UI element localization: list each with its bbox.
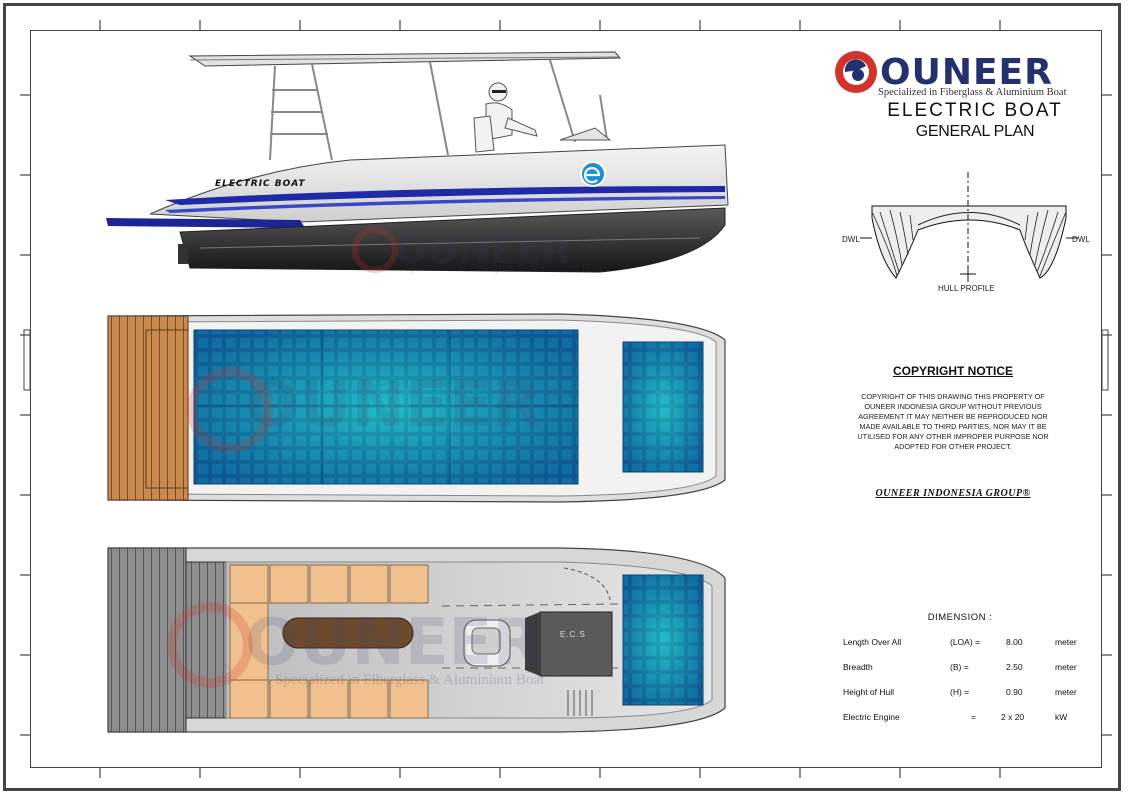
side-view <box>106 51 729 273</box>
copyright-owner: OUNEER INDONESIA GROUP® <box>875 488 1031 499</box>
drawing-subtitle: GENERAL PLAN <box>915 123 1035 140</box>
dimension-label: Height of Hull <box>843 687 895 697</box>
deck-plan <box>107 547 726 733</box>
watermark-top-view: OUNEER <box>245 368 542 442</box>
dimension-abbr: = <box>971 712 976 722</box>
dimension-value: 0.90 <box>1006 687 1023 697</box>
dimension-unit: meter <box>1055 687 1077 697</box>
border-center-mark-right <box>1101 329 1109 391</box>
watermark-side-view-tagline: Specialized in Fiberglass & Aluminium Bo… <box>405 262 603 274</box>
dimension-abbr: (LOA) = <box>950 637 980 647</box>
hull-profile <box>860 172 1078 282</box>
dimension-row: Height of Hull (H) = 0.90 meter <box>843 687 1093 701</box>
dimension-row: Electric Engine = 2 x 20 kW <box>843 712 1093 726</box>
hull-profile-caption: HULL PROFILE <box>938 284 995 293</box>
brand-tagline: Specialized in Fiberglass & Aluminium Bo… <box>878 87 1067 98</box>
dimension-value: 2 x 20 <box>1001 712 1025 722</box>
copyright-title: COPYRIGHT NOTICE <box>892 364 1013 378</box>
dimension-row: Length Over All (LOA) = 8.00 meter <box>843 637 1093 651</box>
drawing-border <box>3 3 1121 791</box>
dimension-label: Electric Engine <box>843 712 900 722</box>
brand-name: OUNEER <box>880 52 1053 93</box>
dimension-label: Breadth <box>843 662 873 672</box>
watermark-side-view: OUNEER <box>395 228 572 272</box>
dwl-label-left: DWL <box>842 235 860 244</box>
top-view-solar-roof <box>107 313 726 503</box>
console-label: E.C.S <box>560 630 586 639</box>
dimension-abbr: (H) = <box>950 687 970 697</box>
drawing-inner-border <box>30 30 1102 768</box>
dimension-unit: kW <box>1055 712 1068 722</box>
watermark-deck-plan-tagline: Specialized in Fiberglass & Aluminium Bo… <box>275 672 545 688</box>
watermark-deck-plan: OUNEER <box>245 606 542 680</box>
hull-name-text: ELECTRIC BOAT <box>215 179 306 189</box>
dimension-unit: meter <box>1055 662 1077 672</box>
border-center-mark-left <box>23 329 31 391</box>
dimension-value: 8.00 <box>1006 637 1023 647</box>
dimension-abbr: (B) = <box>950 662 969 672</box>
dimension-row: Breadth (B) = 2.50 meter <box>843 662 1093 676</box>
dimension-unit: meter <box>1055 637 1077 647</box>
drawing-title: ELECTRIC BOAT <box>887 100 1063 121</box>
border-ticks <box>20 20 1112 778</box>
dimension-label: Length Over All <box>843 637 902 647</box>
dimension-title: DIMENSION : <box>927 612 993 623</box>
dimension-value: 2.50 <box>1006 662 1023 672</box>
dwl-label-right: DWL <box>1072 235 1090 244</box>
copyright-body: COPYRIGHT OF THIS DRAWING THIS PROPERTY … <box>857 392 1049 452</box>
